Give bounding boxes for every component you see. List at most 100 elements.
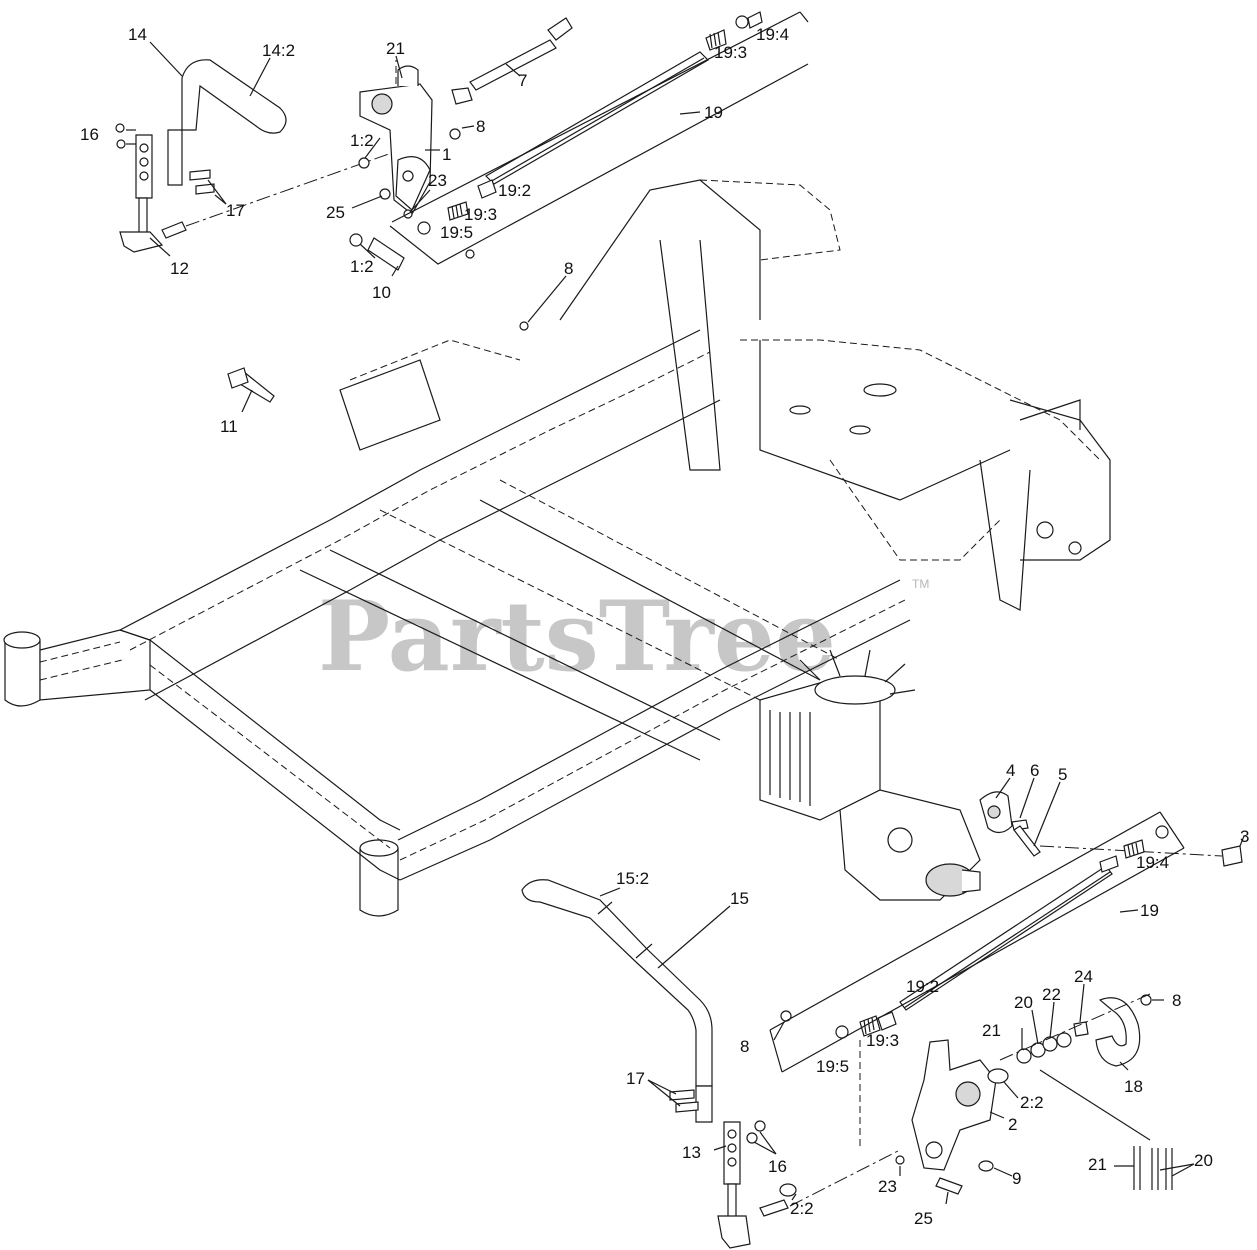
callout-2: 2 [1008, 1115, 1017, 1134]
rod-end-19-5-top [417, 221, 431, 235]
rod-7-end [547, 17, 573, 41]
callout-25-bot: 25 [914, 1209, 933, 1228]
callout-23-top: 23 [428, 171, 447, 190]
leader-2-2-b [791, 1193, 797, 1201]
lever-grip-marks [597, 901, 653, 959]
leader-2 [989, 1111, 1005, 1119]
leader-17-b [207, 179, 227, 205]
axle-shaft [961, 869, 981, 893]
callout-25-top: 25 [326, 203, 345, 222]
leader-13 [713, 1145, 727, 1151]
callout-6: 6 [1030, 761, 1039, 780]
rod-end-7 [451, 87, 473, 105]
leader-1-2-b [359, 243, 376, 259]
callout-20-b: 20 [1194, 1151, 1213, 1170]
callout-19-top: 19 [704, 103, 723, 122]
callout-15-2: 15:2 [616, 869, 649, 888]
deck-hole-1 [863, 383, 897, 397]
leader-21-top [395, 55, 403, 79]
leader-22 [1049, 1001, 1055, 1039]
left-rail-top [119, 329, 701, 631]
seat-post [659, 239, 721, 471]
clip-18 [1095, 997, 1141, 1067]
nut-8-frame [519, 321, 529, 331]
cross-member-1 [299, 569, 701, 761]
bushing-2-2-a [987, 1068, 1009, 1084]
callout-10: 10 [372, 283, 391, 302]
washer-22 [1042, 1036, 1058, 1052]
leader-15-2 [599, 887, 621, 897]
callout-8-c: 8 [1172, 991, 1181, 1010]
centerline-bolt-3 [1039, 845, 1223, 857]
callout-2-2-a: 2:2 [1020, 1093, 1044, 1112]
bolt-17-b [195, 183, 215, 195]
cross-member-2 [379, 509, 761, 701]
pivot-pin-10 [367, 237, 405, 271]
rod-end-19-4-link [1099, 855, 1119, 873]
callout-3: 3 [1240, 827, 1249, 846]
bolt-17-bot-a [669, 1089, 695, 1101]
callout-19-3-b: 19:3 [464, 205, 497, 224]
spring-coils-b [451, 203, 463, 219]
detail-washer-20-a [1151, 1148, 1159, 1190]
callout-14: 14 [128, 25, 147, 44]
centerline-lever-to-pivot [185, 149, 401, 227]
callout-15: 15 [730, 889, 749, 908]
callout-bracket-bottom-left [769, 1029, 783, 1073]
leader-18 [1119, 1061, 1129, 1071]
callout-19-3-a: 19:3 [714, 43, 747, 62]
upper-left-lever [115, 41, 401, 257]
watermark-text: PartsTree [318, 580, 836, 693]
cross-member-3 [479, 499, 821, 681]
callout-21-mid: 21 [982, 1021, 1001, 1040]
rear-deck-lower [829, 459, 1001, 561]
upper-damper-rod [389, 11, 809, 265]
front-bumper-left [39, 629, 151, 701]
rod-end-19-4-bot [1155, 825, 1169, 839]
detail-washer-21 [1133, 1146, 1141, 1190]
cross-member-1b [329, 549, 721, 741]
leader-11 [241, 389, 253, 413]
leader-20-a [1031, 1009, 1039, 1045]
bolt-25-top [379, 188, 391, 200]
leader-17-bot-a [647, 1079, 677, 1095]
leader-8-frame [527, 275, 567, 323]
leader-8-a [461, 125, 475, 129]
leader-3 [1239, 835, 1245, 847]
callout-21-top: 21 [386, 39, 405, 58]
callout-bracket-bottom-bottom [781, 847, 1185, 1073]
arm-13-foot [717, 1215, 751, 1249]
rod-end-19-2-top [477, 179, 497, 199]
left-bracket-top [349, 339, 521, 381]
lower-damper-rod [769, 811, 1185, 1073]
lever-handle-14 [181, 59, 287, 134]
transmission-assembly [759, 649, 981, 901]
callout-22: 22 [1042, 985, 1061, 1004]
callout-19-bot: 19 [1140, 901, 1159, 920]
callout-14-2: 14:2 [262, 41, 295, 60]
callout-17-top: 17 [226, 201, 245, 220]
leader-10 [391, 265, 399, 277]
bolt-17-bot-b [675, 1101, 699, 1113]
seat-support-left [559, 179, 761, 321]
callout-19-4-bot: 19:4 [1136, 853, 1169, 872]
leader-25-top [351, 195, 383, 209]
callout-bracket-end [799, 11, 809, 23]
trans-port [887, 827, 913, 853]
arm-pin-12 [161, 221, 187, 239]
cooling-fan [814, 675, 896, 705]
arm-hole-2 [139, 157, 149, 167]
callout-11: 11 [220, 417, 238, 436]
bracket-bushing [371, 93, 393, 115]
bushing-1-2-b [349, 233, 363, 247]
front-plate-bottom [149, 689, 401, 881]
bracket-2-hole [925, 1141, 943, 1159]
bracket-plate-2 [911, 1039, 997, 1171]
leader-1-2-a [364, 137, 381, 159]
leader-12 [149, 237, 171, 257]
leader-20-b-1 [1159, 1163, 1195, 1171]
callout-16-bot: 16 [768, 1157, 787, 1176]
spring-coils-d [863, 1017, 875, 1035]
